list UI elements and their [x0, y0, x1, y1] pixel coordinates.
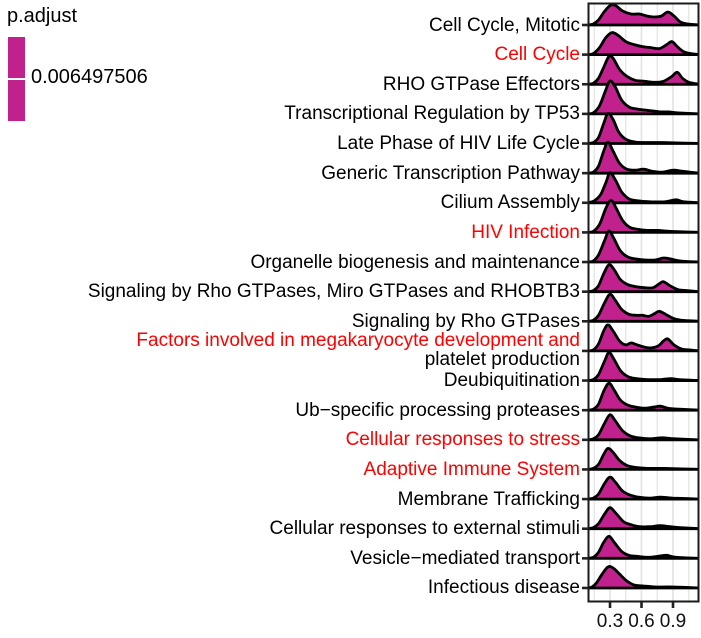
ridges [589, 4, 698, 590]
y-axis-label: Factors involved in megakaryocyte develo… [0, 331, 580, 369]
y-axis-label-text: RHO GTPase Effectors [382, 73, 580, 95]
y-axis-label: Deubiquitination [0, 371, 580, 390]
y-axis-label-text: Factors involved in megakaryocyte develo… [136, 330, 580, 352]
y-axis-label-text: Adaptive Immune System [363, 458, 580, 480]
y-axis-label: Organelle biogenesis and maintenance [0, 253, 580, 272]
y-axis-label: Cellular responses to stress [0, 430, 580, 449]
y-axis-label-text: Generic Transcription Pathway [321, 162, 580, 184]
y-axis-label-text: Cilium Assembly [440, 192, 580, 214]
ridge-curve [589, 565, 698, 590]
y-axis-label: Infectious disease [0, 578, 580, 597]
y-axis-label-text: HIV Infection [471, 221, 580, 243]
ridge-curve [589, 263, 698, 294]
y-axis-label: Cell Cycle, Mitotic [0, 16, 580, 35]
y-axis-label: Signaling by Rho GTPases [0, 312, 580, 331]
ridge-curve [589, 351, 698, 382]
panel-border [587, 2, 700, 603]
legend-value: 0.006497506 [31, 66, 148, 88]
y-axis-label-text: Organelle biogenesis and maintenance [250, 251, 580, 273]
ridge-curve [589, 534, 698, 560]
ridge-curve [589, 446, 698, 471]
legend-tick-mark [8, 78, 25, 80]
y-axis-label: Adaptive Immune System [0, 460, 580, 479]
y-axis-label: Signaling by Rho GTPases, Miro GTPases a… [0, 282, 580, 301]
ridge-curve [589, 112, 698, 145]
ridge-curve [589, 292, 698, 323]
y-axis-label: Cellular responses to external stimuli [0, 519, 580, 538]
x-axis-ticks [608, 601, 675, 608]
y-axis-label: RHO GTPase Effectors [0, 75, 580, 94]
x-axis-tick-label: 0.9 [659, 611, 687, 632]
ridge-curve [589, 54, 698, 86]
x-axis-tick-label: 0.6 [628, 611, 655, 632]
y-axis-label: Vesicle−mediated transport [0, 549, 580, 568]
ridge-curve [589, 31, 698, 56]
y-axis-label: Membrane Trafficking [0, 490, 580, 509]
ridge-curve [589, 171, 698, 205]
legend-title: p.adjust [7, 5, 78, 27]
y-axis-label: Ub−specific processing proteases [0, 401, 580, 420]
ridge-curve [589, 79, 698, 116]
y-axis-label: HIV Infection [0, 223, 580, 242]
y-axis-label-text: Vesicle−mediated transport [350, 547, 580, 569]
legend-colorbar [8, 37, 25, 121]
y-axis-label: Generic Transcription Pathway [0, 164, 580, 183]
ridge-curve [589, 475, 698, 501]
y-axis-label: Transcriptional Regulation by TP53 [0, 104, 580, 123]
y-axis-label-text: Signaling by Rho GTPases [351, 310, 580, 332]
y-axis-label-text: Signaling by Rho GTPases, Miro GTPases a… [87, 281, 580, 303]
y-axis-label: Late Phase of HIV Life Cycle [0, 134, 580, 153]
y-axis-label-text: Cell Cycle [494, 44, 580, 66]
y-axis-label: Cilium Assembly [0, 193, 580, 212]
y-axis-label-text-line2: platelet production [424, 349, 580, 371]
y-axis-label-text: Late Phase of HIV Life Cycle [337, 133, 580, 155]
y-axis-label-text: Cellular responses to stress [345, 429, 580, 451]
ridge-curve [589, 323, 698, 353]
ridge-curve [589, 229, 698, 264]
y-axis-label-text: Membrane Trafficking [397, 488, 580, 510]
y-axis-label-text: Deubiquitination [443, 370, 580, 392]
y-axis-label-text: Cell Cycle, Mitotic [429, 14, 580, 36]
y-axis-ticks [582, 23, 589, 590]
ridge-curve [589, 413, 698, 442]
y-axis-label-text: Ub−specific processing proteases [295, 399, 580, 421]
y-axis-label-text: Infectious disease [427, 577, 580, 599]
ridge-curve [589, 506, 698, 531]
ridge-curve [589, 381, 698, 412]
x-axis-tick-label: 0.3 [596, 611, 624, 632]
y-axis-label-text: Transcriptional Regulation by TP53 [284, 103, 580, 125]
ridge-curve [589, 140, 698, 175]
ridge-curve [589, 199, 698, 234]
y-axis-label: Cell Cycle [0, 45, 580, 64]
ridge-curve [589, 4, 698, 27]
y-axis-label-text: Cellular responses to external stimuli [269, 518, 580, 540]
